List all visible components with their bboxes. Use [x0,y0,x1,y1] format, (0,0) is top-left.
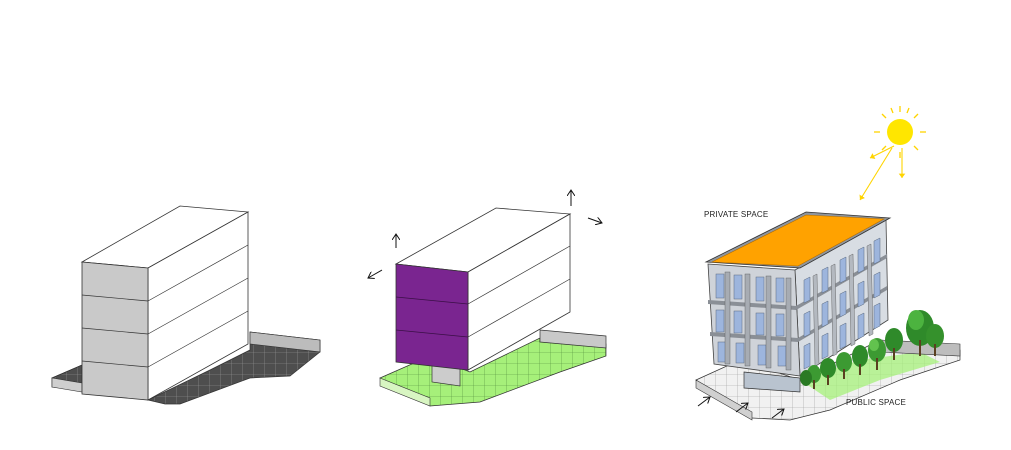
tree-icon [885,328,903,360]
massing-stage-3: PRIVATE SPACE PUBLIC SPACE [695,106,961,421]
massing-stage-1 [51,205,321,405]
sun-icon [859,106,926,201]
purple-facade [395,263,469,371]
public-space-label: PUBLIC SPACE [846,398,906,407]
site-ground [51,331,321,405]
tree-cluster [800,310,944,389]
arrow-icon [697,397,710,407]
tree-icon [926,324,944,356]
building-base [743,371,801,393]
tree-icon [868,338,886,370]
arrow-icon [368,269,383,278]
entry-arrows [697,397,784,419]
building-mass [80,205,250,401]
arrow-icon [771,409,784,419]
orientation-arrows [368,190,602,278]
private-space-label: PRIVATE SPACE [704,210,768,219]
lifted-building-mass [394,207,572,371]
residential-building [704,211,892,377]
tree-icon [836,352,852,379]
tree-icon [852,345,868,375]
green-ground [379,329,607,407]
massing-stage-2 [368,190,607,407]
green-roof-private-space [710,214,886,267]
tree-icon [800,370,812,386]
tree-icon [820,358,836,385]
arrow-icon [735,403,748,413]
arrow-icon [587,218,602,223]
